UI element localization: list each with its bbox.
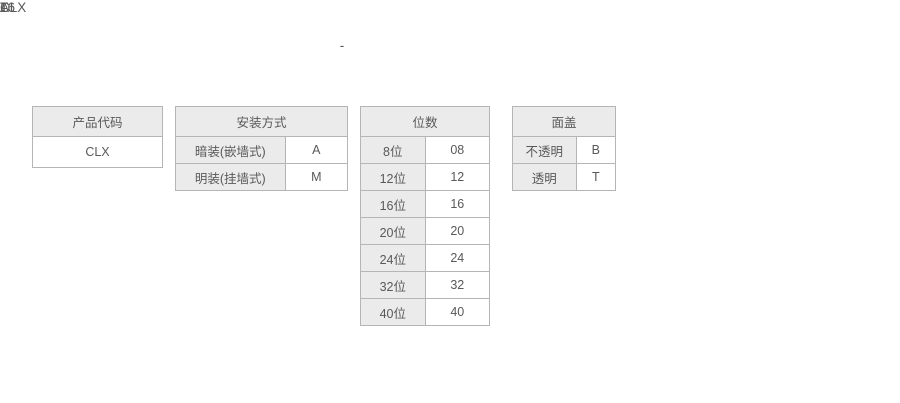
table-header-row: 面盖 — [512, 106, 616, 137]
table-cover: 面盖 不透明 B 透明 T — [512, 106, 617, 191]
table-row: 8位 08 — [360, 136, 491, 164]
table-product-code: 产品代码 CLX — [32, 106, 163, 168]
ways-name: 16位 — [360, 190, 426, 218]
ways-name: 24位 — [360, 244, 426, 272]
cover-name: 不透明 — [512, 136, 577, 164]
ways-name: 32位 — [360, 271, 426, 299]
product-code-value: CLX — [32, 136, 163, 168]
cover-code: B — [575, 136, 617, 164]
table-header-cover: 面盖 — [512, 106, 616, 137]
ways-code: 32 — [424, 271, 491, 299]
table-row: 透明 T — [512, 163, 617, 191]
table-header-row: 安装方式 — [175, 106, 348, 137]
ways-code: 24 — [424, 244, 491, 272]
install-method-code: M — [284, 163, 349, 191]
table-header-row: 产品代码 — [32, 106, 163, 137]
table-header-product-code: 产品代码 — [32, 106, 163, 137]
ways-name: 20位 — [360, 217, 426, 245]
table-row: 40位 40 — [360, 298, 491, 326]
table-row: 24位 24 — [360, 244, 491, 272]
table-header-row: 位数 — [360, 106, 490, 137]
ways-code: 20 — [424, 217, 491, 245]
ways-name: 40位 — [360, 298, 426, 326]
table-row: 不透明 B — [512, 136, 617, 164]
table-row: 明装(挂墙式) M — [175, 163, 349, 191]
table-header-ways: 位数 — [360, 106, 490, 137]
code-segment-label-install: A — [0, 0, 10, 15]
ways-code: 12 — [424, 163, 491, 191]
ways-name: 12位 — [360, 163, 426, 191]
code-separator-dash: - — [339, 38, 345, 53]
code-segment-label-ways: 16 — [0, 0, 16, 15]
table-row: 20位 20 — [360, 217, 491, 245]
table-row: 12位 12 — [360, 163, 491, 191]
table-ways: 位数 8位 08 12位 12 16位 16 20位 20 24位 24 32位… — [360, 106, 491, 326]
table-row: 暗装(嵌墙式) A — [175, 136, 349, 164]
install-method-code: A — [284, 136, 349, 164]
install-method-name: 明装(挂墙式) — [175, 163, 286, 191]
table-install-method: 安装方式 暗装(嵌墙式) A 明装(挂墙式) M — [175, 106, 349, 191]
table-row: 16位 16 — [360, 190, 491, 218]
ways-code: 08 — [424, 136, 491, 164]
ways-name: 8位 — [360, 136, 426, 164]
table-header-install-method: 安装方式 — [175, 106, 348, 137]
table-row: CLX — [32, 136, 163, 168]
table-row: 32位 32 — [360, 271, 491, 299]
ways-code: 16 — [424, 190, 491, 218]
code-segment-label-product: CLX — [0, 0, 27, 15]
cover-code: T — [575, 163, 617, 191]
cover-name: 透明 — [512, 163, 577, 191]
ways-code: 40 — [424, 298, 491, 326]
install-method-name: 暗装(嵌墙式) — [175, 136, 286, 164]
code-segment-label-cover: T — [0, 0, 9, 15]
